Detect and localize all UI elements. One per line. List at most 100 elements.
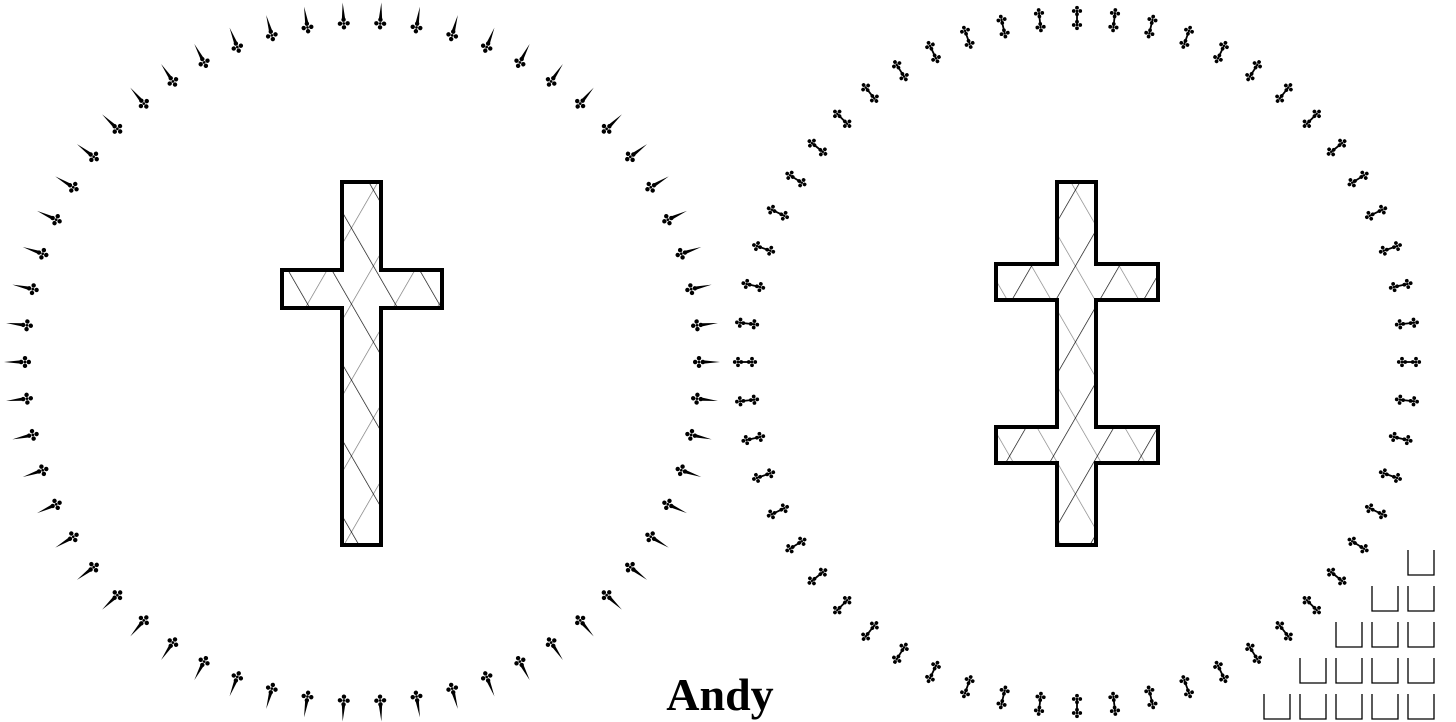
double-quatrefoil-icon xyxy=(995,684,1011,711)
double-quatrefoil-icon xyxy=(1345,168,1372,190)
dagger-ornament-icon xyxy=(673,462,702,478)
double-quatrefoil-icon xyxy=(1345,534,1372,556)
double-quatrefoil-icon xyxy=(958,24,977,51)
double-quatrefoil-icon xyxy=(1362,501,1390,522)
double-quatrefoil-icon xyxy=(1323,564,1350,589)
dagger-ornament-icon xyxy=(22,246,51,262)
dagger-ornament-icon xyxy=(55,528,82,548)
open-box-icon xyxy=(1371,658,1399,684)
double-quatrefoil-icon xyxy=(734,317,760,330)
double-quatrefoil-icon xyxy=(830,593,855,618)
double-quatrefoil-icon xyxy=(1299,593,1324,618)
dagger-ornament-icon xyxy=(130,611,153,637)
latin-cross-icon xyxy=(280,180,444,547)
double-quatrefoil-icon xyxy=(1211,38,1231,66)
double-quatrefoil-icon xyxy=(1107,7,1121,33)
dagger-ornament-icon xyxy=(12,281,41,297)
dagger-ornament-icon xyxy=(300,689,315,718)
double-quatrefoil-icon xyxy=(1323,135,1350,160)
dagger-ornament-icon xyxy=(264,15,280,43)
double-quatrefoil-icon xyxy=(1396,356,1422,368)
dagger-ornament-icon xyxy=(373,2,387,30)
double-quatrefoil-icon xyxy=(764,501,792,522)
dagger-ornament-icon xyxy=(194,43,213,71)
double-quatrefoil-icon xyxy=(1177,673,1196,700)
dagger-ornament-icon xyxy=(444,15,460,43)
open-box-icon xyxy=(1263,694,1291,720)
open-box-icon xyxy=(1299,658,1327,684)
open-box-icon xyxy=(1407,622,1435,648)
double-quatrefoil-icon xyxy=(1272,618,1296,644)
double-quatrefoil-icon xyxy=(995,13,1011,40)
dagger-ornament-icon xyxy=(683,281,712,297)
dagger-ornament-icon xyxy=(673,246,702,262)
open-box-icon xyxy=(1407,550,1435,576)
dagger-ornament-icon xyxy=(37,210,65,228)
dagger-ornament-icon xyxy=(300,6,315,35)
open-box-icon xyxy=(1299,694,1327,720)
left-ornament-ring xyxy=(4,2,720,722)
dagger-ornament-icon xyxy=(692,355,720,369)
dagger-ornament-icon xyxy=(444,681,460,709)
dagger-ornament-icon xyxy=(571,611,594,637)
dagger-ornament-icon xyxy=(598,114,622,138)
open-box-icon xyxy=(1335,658,1363,684)
dagger-ornament-icon xyxy=(337,694,351,722)
dagger-ornament-icon xyxy=(478,669,495,697)
double-quatrefoil-icon xyxy=(1071,5,1083,31)
dagger-ornament-icon xyxy=(22,462,51,478)
double-quatrefoil-icon xyxy=(1299,106,1324,131)
dagger-ornament-icon xyxy=(55,176,82,196)
double-quatrefoil-icon xyxy=(1071,693,1083,719)
dagger-ornament-icon xyxy=(12,427,41,443)
double-quatrefoil-icon xyxy=(734,394,760,407)
double-quatrefoil-icon xyxy=(1143,684,1159,711)
dagger-ornament-icon xyxy=(690,318,718,332)
double-quatrefoil-icon xyxy=(1387,277,1414,294)
caption-text: Andy xyxy=(666,669,774,720)
open-box-icon xyxy=(1407,694,1435,720)
double-quatrefoil-icon xyxy=(1272,80,1296,106)
lorraine-cross-icon xyxy=(994,180,1160,547)
double-quatrefoil-icon xyxy=(923,658,943,686)
double-quatrefoil-icon xyxy=(782,534,809,556)
dagger-ornament-icon xyxy=(102,114,126,138)
open-box-icon xyxy=(1371,694,1399,720)
open-box-icon xyxy=(1335,694,1363,720)
dagger-ornament-icon xyxy=(409,6,424,35)
double-quatrefoil-icon xyxy=(750,239,777,258)
dagger-ornament-icon xyxy=(337,2,351,30)
dagger-ornament-icon xyxy=(373,694,387,722)
double-quatrefoil-icon xyxy=(858,80,882,106)
double-quatrefoil-icon xyxy=(1211,658,1231,686)
dagger-ornament-icon xyxy=(76,144,103,166)
double-quatrefoil-icon xyxy=(858,618,882,644)
double-quatrefoil-icon xyxy=(1242,640,1265,667)
dagger-ornament-icon xyxy=(6,318,34,332)
double-quatrefoil-icon xyxy=(1377,466,1404,485)
dagger-ornament-icon xyxy=(621,558,648,580)
double-quatrefoil-icon xyxy=(889,640,912,667)
double-quatrefoil-icon xyxy=(764,202,792,223)
dagger-ornament-icon xyxy=(37,496,65,514)
double-quatrefoil-icon xyxy=(958,673,977,700)
open-box-icon xyxy=(1371,622,1399,648)
dagger-ornament-icon xyxy=(194,653,213,681)
double-quatrefoil-icon xyxy=(740,430,767,447)
double-quatrefoil-icon xyxy=(804,564,831,589)
dagger-ornament-icon xyxy=(161,634,182,661)
open-box-icon xyxy=(1371,586,1399,612)
double-quatrefoil-icon xyxy=(804,135,831,160)
dagger-ornament-icon xyxy=(542,634,563,661)
dagger-ornament-icon xyxy=(621,144,648,166)
dagger-ornament-icon xyxy=(4,355,32,369)
double-quatrefoil-icon xyxy=(1387,430,1414,447)
double-quatrefoil-icon xyxy=(1177,24,1196,51)
double-quatrefoil-icon xyxy=(1033,7,1047,33)
double-quatrefoil-icon xyxy=(889,57,912,84)
double-quatrefoil-icon xyxy=(1394,317,1420,330)
dagger-ornament-icon xyxy=(659,210,687,228)
dagger-ornament-icon xyxy=(511,43,530,71)
dagger-ornament-icon xyxy=(598,586,622,610)
